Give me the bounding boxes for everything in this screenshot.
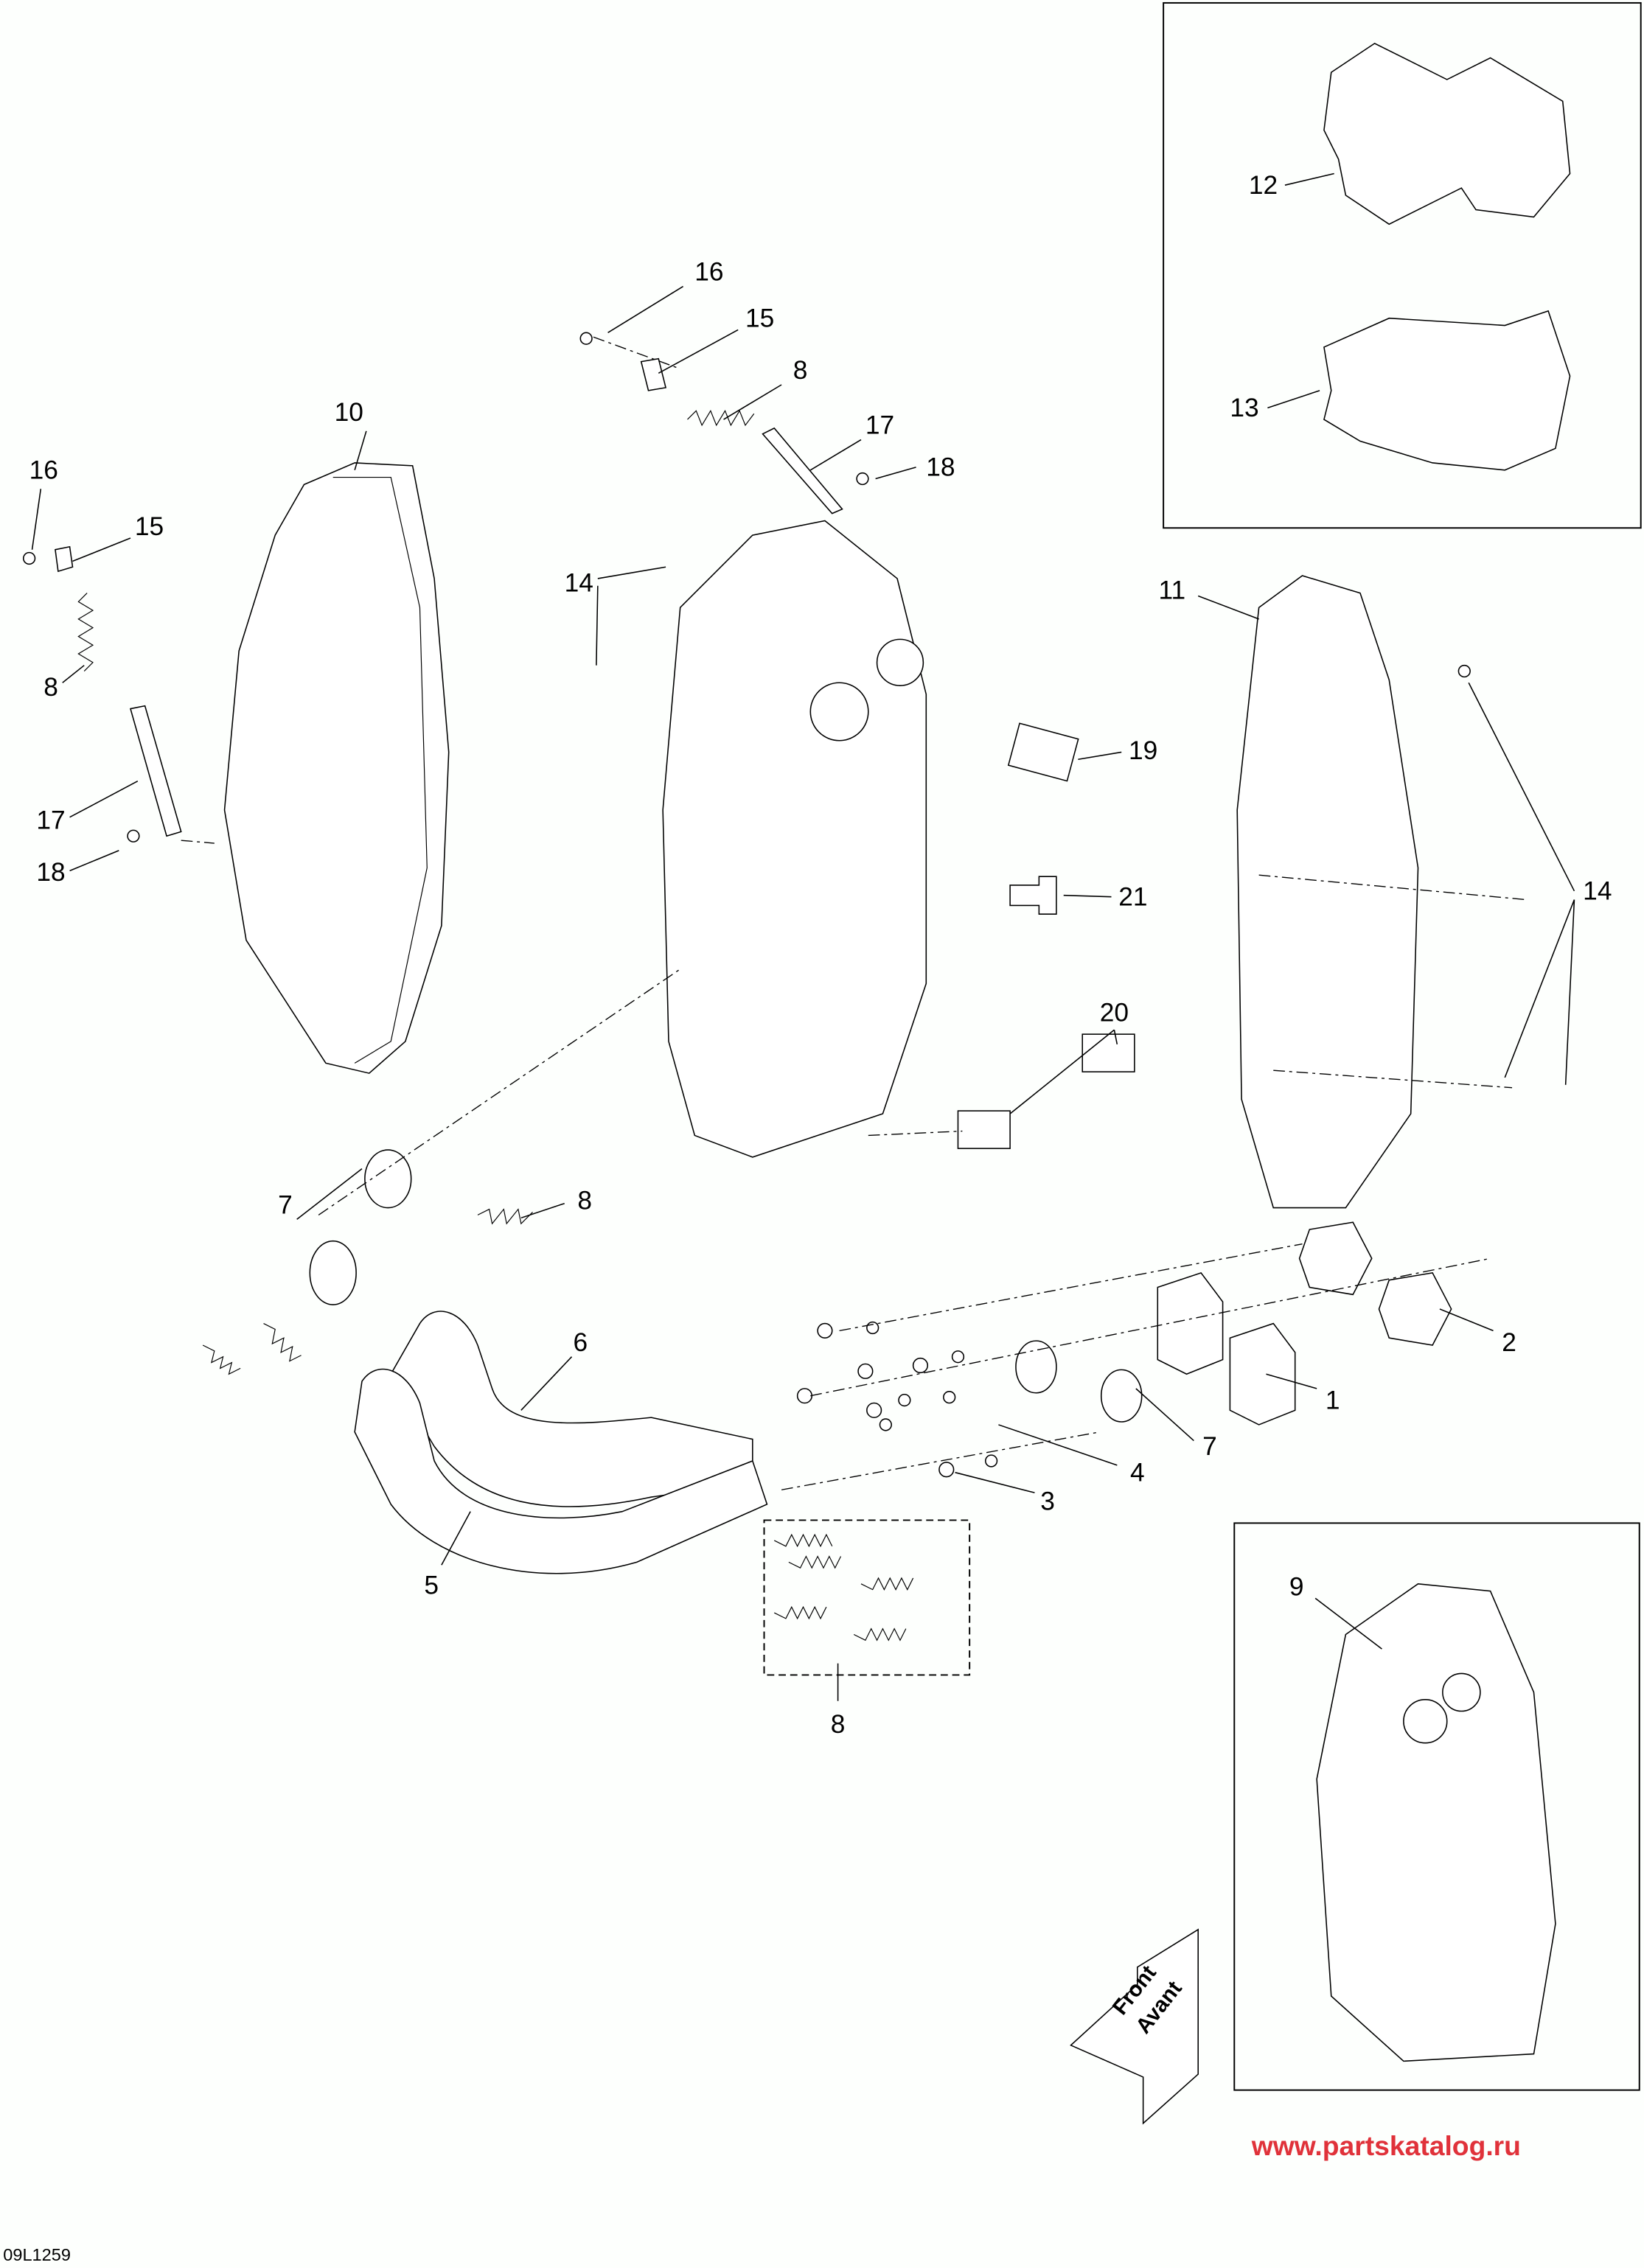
rubber-mount-19 — [1007, 722, 1079, 782]
muffler-cover-10 — [223, 462, 450, 1074]
callout-7: 7 — [278, 1190, 293, 1219]
damper-20b — [1082, 1033, 1135, 1072]
callout-8: 8 — [793, 356, 808, 385]
callout-16: 16 — [694, 258, 723, 287]
callout-1: 1 — [1326, 1386, 1340, 1414]
seal-ring-7c — [1100, 1369, 1143, 1423]
callout-14: 14 — [565, 569, 593, 598]
callout-14: 14 — [1583, 877, 1612, 906]
callout-8: 8 — [43, 673, 58, 702]
callout-17: 17 — [865, 411, 894, 440]
strap-17b — [129, 705, 182, 837]
heat-shield-12 — [1323, 42, 1571, 226]
screw-18b — [127, 829, 140, 842]
bracket-15a — [640, 357, 667, 391]
callout-5: 5 — [424, 1571, 439, 1600]
spring-8-top — [687, 409, 755, 427]
exhaust-pipe-6 — [390, 1311, 753, 1507]
leader-lines — [31, 172, 1575, 1701]
flange-a — [1157, 1271, 1224, 1375]
callout-10: 10 — [335, 398, 363, 427]
callout-20: 20 — [1100, 998, 1129, 1027]
strap-17a — [762, 427, 843, 514]
outlet-1 — [809, 682, 869, 742]
inset-box-assembly — [1233, 1522, 1640, 2091]
spring-small-b — [263, 1323, 302, 1362]
front-direction-arrow: Front Avant — [1070, 1928, 1199, 2125]
callout-9: 9 — [1289, 1572, 1304, 1601]
spring-kit-box — [763, 1519, 971, 1676]
cover-10-rim — [332, 476, 428, 1064]
assembly-outlet-1 — [1403, 1699, 1448, 1744]
callout-13: 13 — [1230, 394, 1258, 422]
damper-20a — [957, 1110, 1011, 1149]
callout-21: 21 — [1118, 882, 1147, 911]
outlet-2 — [876, 638, 924, 686]
flange-1 — [1229, 1322, 1296, 1426]
spring-small-a — [202, 1344, 241, 1375]
watermark: www.partskatalog.ru — [1251, 2130, 1521, 2161]
callout-15: 15 — [745, 304, 774, 332]
callout-4: 4 — [1130, 1458, 1145, 1487]
assembly-lines — [181, 336, 1527, 1490]
callout-16: 16 — [29, 456, 58, 485]
fastener-14 — [1457, 664, 1471, 678]
seal-ring-7b — [309, 1240, 357, 1305]
assembly-outlet-2 — [1442, 1672, 1481, 1712]
callout-11: 11 — [1159, 576, 1186, 604]
callout-19: 19 — [1129, 736, 1157, 765]
callout-3: 3 — [1040, 1487, 1055, 1516]
callout-17: 17 — [36, 806, 65, 834]
screw-18a — [856, 472, 869, 486]
callout-8: 8 — [577, 1187, 592, 1215]
washers-4 — [866, 1321, 998, 1468]
callout-7: 7 — [1202, 1432, 1217, 1461]
exhaust-pipe-5 — [354, 1368, 768, 1574]
callout-12: 12 — [1249, 171, 1278, 200]
screw-16b — [22, 551, 36, 565]
inset-box-heat-shields — [1163, 1, 1642, 529]
muffler-cover-11 — [1236, 575, 1419, 1209]
bolts-3 — [796, 1322, 955, 1478]
gasket-2 — [1378, 1272, 1452, 1346]
arrow-shape — [1070, 1928, 1199, 2125]
callout-18: 18 — [926, 453, 955, 482]
grommet-21 — [1009, 876, 1057, 915]
callout-15: 15 — [135, 512, 164, 541]
screw-16a — [579, 332, 593, 345]
muffler-assembly-9 — [1316, 1583, 1556, 2062]
drawing-code: 09L1259 — [3, 2245, 71, 2264]
gasket-a — [1298, 1221, 1373, 1296]
spring-8-mid — [477, 1208, 533, 1225]
muffler — [662, 520, 927, 1158]
callout-8: 8 — [831, 1710, 846, 1739]
heat-shield-13 — [1323, 310, 1571, 471]
sleeve — [1015, 1340, 1057, 1394]
spring-kit — [773, 1533, 914, 1641]
bracket-15b — [55, 545, 74, 573]
callout-18: 18 — [36, 858, 65, 887]
callout-2: 2 — [1502, 1328, 1516, 1357]
callout-6: 6 — [573, 1328, 588, 1357]
spring-8-left — [77, 593, 94, 671]
seal-ring-7a — [364, 1149, 412, 1209]
